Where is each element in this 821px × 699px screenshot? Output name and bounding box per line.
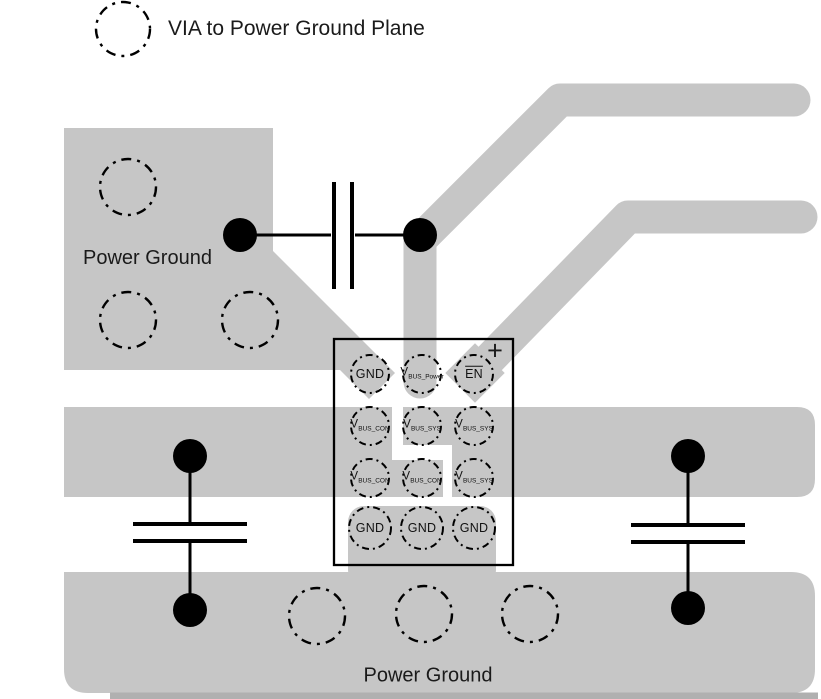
pin-label-vbus-power: VBUS_Power bbox=[400, 367, 443, 381]
legend-label: VIA to Power Ground Plane bbox=[168, 17, 425, 40]
ic-pad-circle bbox=[402, 458, 442, 498]
pin-subscript: BUS_CON bbox=[358, 477, 390, 485]
pin-text: V bbox=[455, 418, 463, 431]
via-icon bbox=[220, 290, 280, 350]
pin-label-vbus-sys: VBUS_SYS bbox=[455, 471, 493, 485]
pin-subscript: BUS_SYS bbox=[462, 477, 493, 485]
vbus-power-trace bbox=[403, 83, 811, 399]
via-icon bbox=[287, 586, 347, 646]
pin-text: V bbox=[402, 470, 411, 483]
pin-text: V bbox=[455, 470, 463, 483]
pin-label-en: EN bbox=[465, 368, 483, 381]
vbus-sys-copper bbox=[403, 407, 815, 497]
pin-text: GND bbox=[355, 366, 385, 381]
ic-pad-circle bbox=[350, 354, 390, 394]
via-icon bbox=[94, 0, 152, 58]
vbus-con-copper bbox=[64, 407, 443, 497]
ic-pad-circle bbox=[452, 506, 496, 550]
pin-label-gnd: GND bbox=[408, 522, 436, 535]
pin-subscript: BUS_SYS bbox=[462, 425, 493, 433]
pin-text: GND bbox=[459, 520, 489, 535]
plane-bottom-edge bbox=[110, 692, 818, 699]
ic-outline bbox=[332, 337, 515, 567]
top-capacitor bbox=[252, 182, 412, 289]
ic-pad-circle bbox=[402, 354, 442, 394]
power-ground-vias bbox=[94, 0, 560, 646]
ic-pad-circle bbox=[400, 506, 444, 550]
pin-text: V bbox=[350, 418, 359, 431]
pin-subscript: BUS_Power bbox=[408, 373, 444, 381]
power-ground-plane-top-left bbox=[64, 128, 395, 399]
pin-subscript: BUS_CON bbox=[358, 425, 390, 433]
pin-label-vbus-con: VBUS_CON bbox=[350, 471, 389, 485]
junction-dot bbox=[671, 439, 705, 473]
pin-label-vbus-sys: VBUS_SYS bbox=[455, 419, 493, 433]
pin-text: V bbox=[350, 470, 359, 483]
junction-dot bbox=[223, 218, 257, 252]
pin-label-vbus-con: VBUS_CON bbox=[402, 471, 441, 485]
ic-pad-circle bbox=[454, 354, 494, 394]
pin-text: EN bbox=[465, 366, 483, 381]
pin-subscript: BUS_SYS bbox=[410, 425, 441, 433]
pin-subscript: BUS_CON bbox=[410, 477, 442, 485]
pin-label-gnd: GND bbox=[460, 522, 488, 535]
connection-dots bbox=[173, 218, 705, 627]
pin-text: V bbox=[403, 418, 411, 431]
pin1-polarity-mark: + bbox=[487, 335, 503, 366]
via-icon bbox=[98, 157, 158, 217]
pin-label-gnd: GND bbox=[356, 368, 384, 381]
power-ground-label-bottom: Power Ground bbox=[363, 664, 493, 687]
pin-label-gnd: GND bbox=[356, 522, 384, 535]
power-ground-label-top: Power Ground bbox=[83, 247, 212, 269]
ic-pads bbox=[348, 354, 496, 550]
power-ground-plane-bottom bbox=[64, 572, 815, 693]
junction-dot bbox=[173, 439, 207, 473]
pin-text: GND bbox=[407, 520, 437, 535]
ic-pad-circle bbox=[350, 458, 390, 498]
pin-label-vbus-sys: VBUS_SYS bbox=[403, 419, 441, 433]
ic-pad-circle bbox=[454, 406, 494, 446]
pin-label-vbus-con: VBUS_CON bbox=[350, 419, 389, 433]
via-icon bbox=[98, 290, 158, 350]
pin-text: V bbox=[400, 366, 409, 379]
ic-pad-circle bbox=[348, 506, 392, 550]
via-icon bbox=[394, 584, 454, 644]
junction-dot bbox=[403, 218, 437, 252]
ic-pad-circle bbox=[402, 406, 442, 446]
junction-dot bbox=[671, 591, 705, 625]
ic-pad-circle bbox=[350, 406, 390, 446]
via-icon bbox=[500, 584, 560, 644]
pin-text: GND bbox=[355, 520, 385, 535]
en-trace bbox=[458, 200, 818, 391]
junction-dot bbox=[173, 593, 207, 627]
ic-pad-circle bbox=[454, 458, 494, 498]
